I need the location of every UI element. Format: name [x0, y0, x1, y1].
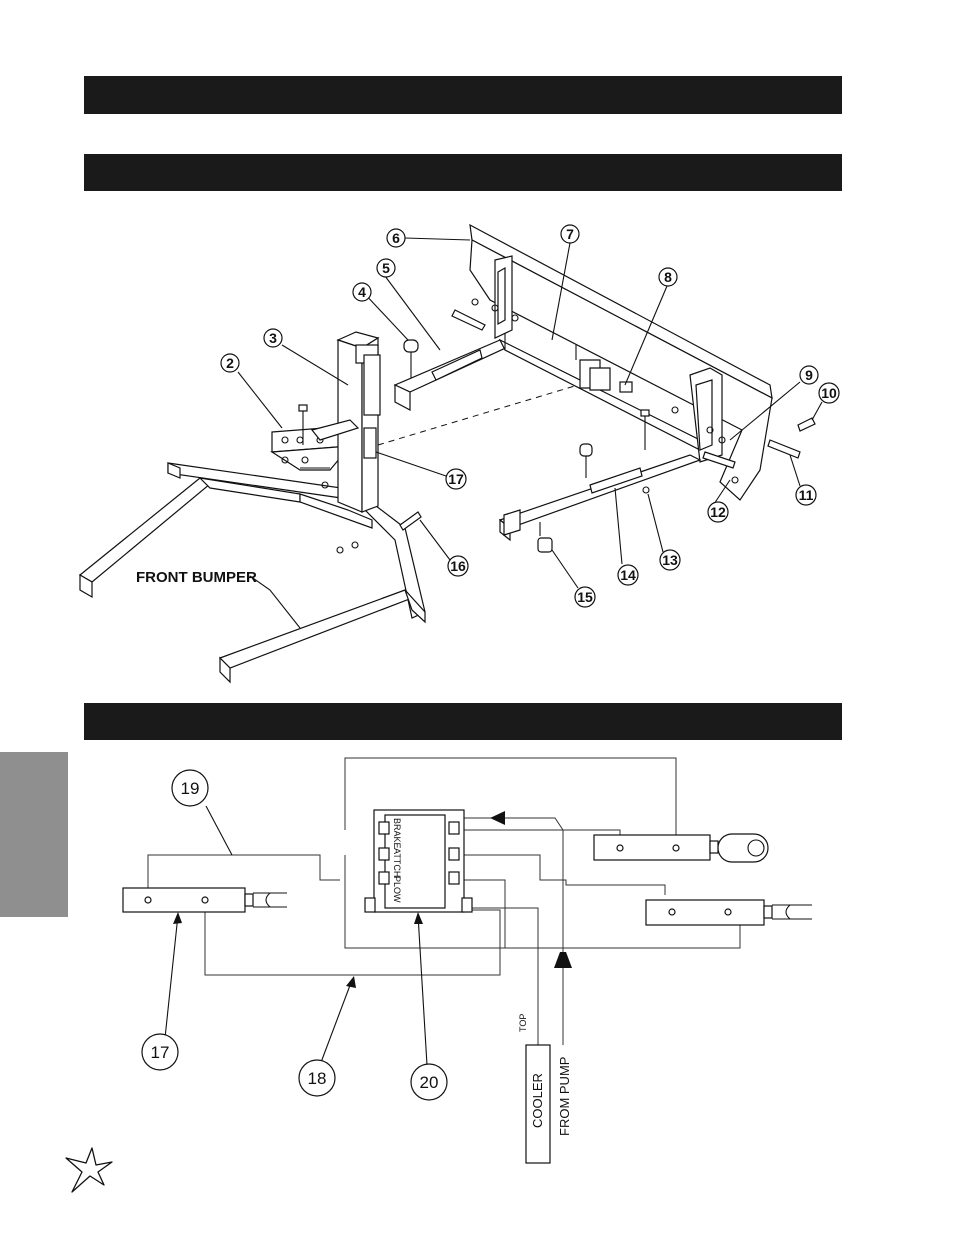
cooler-label: COOLER: [530, 1073, 545, 1128]
callout-11: 11: [795, 484, 817, 506]
svg-text:19: 19: [181, 779, 200, 798]
from-pump-label: FROM PUMP: [557, 1057, 572, 1136]
svg-text:2: 2: [226, 355, 234, 371]
top-label: TOP: [518, 1014, 528, 1032]
svg-text:11: 11: [799, 487, 814, 503]
svg-text:5: 5: [382, 260, 390, 276]
valve-section-labels: BRAKE ATTCH PLOW: [392, 818, 402, 903]
section-bar-1: [84, 76, 842, 114]
svg-text:8: 8: [664, 269, 672, 285]
callout-4: 4: [352, 282, 372, 302]
front-bumper-label: FRONT BUMPER: [136, 569, 257, 586]
callout-17-top: 17: [445, 468, 467, 490]
star-logo-icon: [65, 1147, 113, 1193]
valve-plow-label: PLOW: [392, 876, 402, 903]
svg-text:6: 6: [392, 230, 400, 246]
svg-text:18: 18: [308, 1069, 327, 1088]
svg-text:16: 16: [450, 558, 466, 574]
callout-5: 5: [376, 258, 396, 278]
callout-9: 9: [799, 365, 819, 385]
callout-16: 16: [447, 555, 469, 577]
callout-2: 2: [220, 353, 240, 373]
svg-text:10: 10: [821, 385, 837, 401]
section-bar-3: [84, 703, 842, 740]
callout-3: 3: [263, 328, 283, 348]
callout-10: 10: [818, 382, 840, 404]
callout-15: 15: [574, 586, 596, 608]
svg-text:12: 12: [710, 504, 726, 520]
svg-text:4: 4: [358, 284, 366, 300]
callout-20: 20: [410, 1063, 448, 1101]
callout-7: 7: [560, 224, 580, 244]
callout-18: 18: [298, 1059, 336, 1097]
callout-12: 12: [707, 501, 729, 523]
callout-17-bottom: 17: [141, 1033, 179, 1071]
svg-text:9: 9: [805, 367, 813, 383]
section-bar-2: [84, 154, 842, 191]
hydraulic-schematic-diagram: COOLER TOP FROM PUMP: [122, 757, 812, 1164]
svg-text:14: 14: [620, 567, 636, 583]
svg-text:15: 15: [577, 589, 593, 605]
side-tab: [0, 752, 68, 917]
svg-text:13: 13: [662, 552, 678, 568]
svg-text:17: 17: [151, 1043, 170, 1062]
callout-6: 6: [386, 228, 406, 248]
schematic-callouts: 19 17 18 20: [141, 769, 448, 1101]
svg-text:7: 7: [566, 226, 574, 242]
callout-19: 19: [171, 769, 209, 807]
valve-brake-label: BRAKE: [392, 818, 402, 849]
svg-text:3: 3: [269, 330, 277, 346]
callout-8: 8: [658, 267, 678, 287]
valve-attch-label: ATTCH: [392, 848, 402, 877]
exploded-callouts: 2 3 4 5 6 7 8 9 10 11 12 13 14 15 16 17 …: [136, 224, 840, 608]
exploded-view-diagram: [78, 223, 823, 684]
callout-13: 13: [659, 549, 681, 571]
callout-14: 14: [617, 564, 639, 586]
svg-text:20: 20: [420, 1073, 439, 1092]
svg-text:17: 17: [448, 471, 464, 487]
